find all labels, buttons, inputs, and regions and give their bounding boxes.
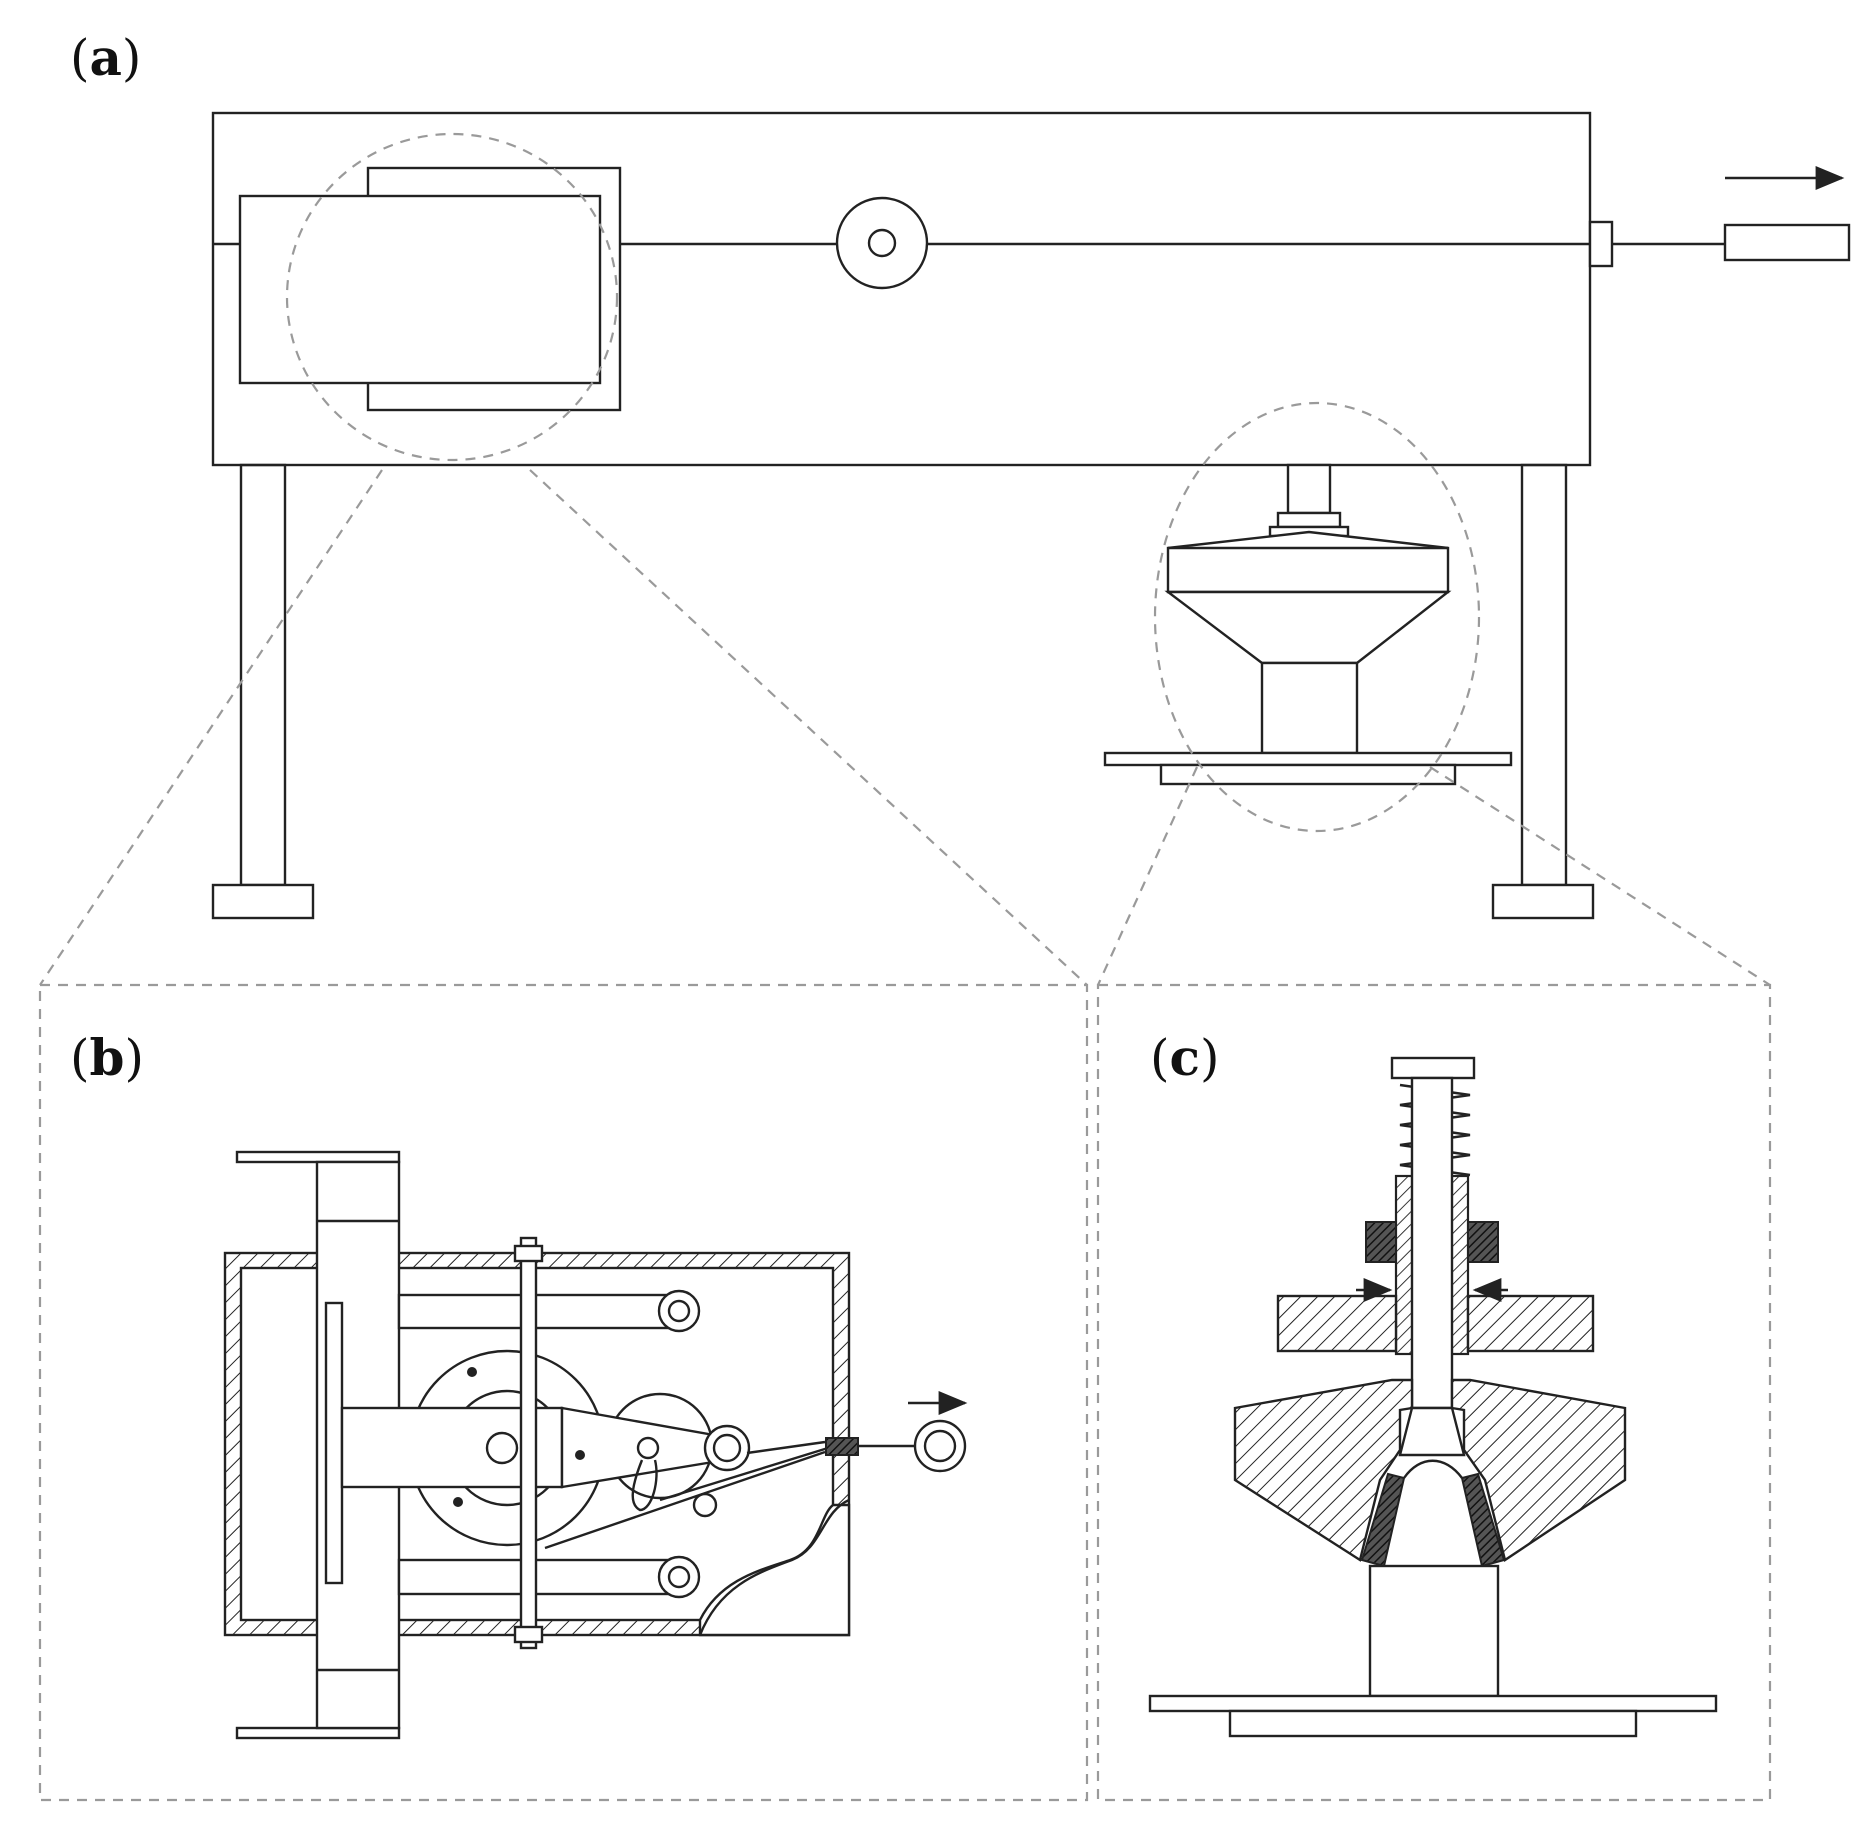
mount-bracket <box>235 1150 401 1740</box>
pulley-hub <box>867 228 897 258</box>
spring-cap <box>1390 1056 1476 1080</box>
right-foot <box>1491 883 1595 920</box>
panel-c-frame <box>1096 983 1772 1802</box>
grinding-head-assembly <box>1103 463 1513 786</box>
lever-arm <box>340 1406 751 1518</box>
panel-c-label: (c) <box>1150 1028 1219 1087</box>
pedestal <box>1368 1564 1500 1698</box>
spindle <box>1410 1076 1454 1410</box>
panel-a: (a) <box>70 28 1851 920</box>
left-foot <box>211 883 315 920</box>
base-plate <box>1103 751 1513 767</box>
panel-b: (b) <box>38 983 1089 1802</box>
panel-b-label: (b) <box>70 1028 144 1087</box>
vertical-rod <box>513 1236 544 1650</box>
left-leg <box>239 463 287 887</box>
lock-nut-right <box>1467 1221 1499 1263</box>
base-plate-c-lower <box>1228 1709 1638 1738</box>
shaft-bushing <box>1588 220 1614 268</box>
grinding-cone <box>1233 1378 1627 1568</box>
sample-block <box>1723 223 1851 262</box>
lock-nut-left <box>1365 1221 1397 1263</box>
zoom-circle-b <box>285 132 619 462</box>
right-leg <box>1520 463 1568 887</box>
wire-to-sample <box>544 1391 968 1550</box>
drive-box-front <box>238 194 602 385</box>
guide-rails <box>397 1289 701 1599</box>
zoom-circle-c <box>1153 401 1481 833</box>
zoom-connectors <box>39 469 1771 986</box>
sample-ring <box>913 1419 967 1473</box>
base-plate-c <box>1148 1694 1718 1713</box>
panel-a-label: (a) <box>70 28 141 87</box>
pulley <box>835 196 929 290</box>
machine-frame <box>211 111 1592 467</box>
panel-c: (c) <box>1096 983 1772 1802</box>
panel-b-frame <box>38 983 1089 1802</box>
support-plate <box>1276 1278 1595 1353</box>
base-plate-lower <box>1159 763 1457 786</box>
